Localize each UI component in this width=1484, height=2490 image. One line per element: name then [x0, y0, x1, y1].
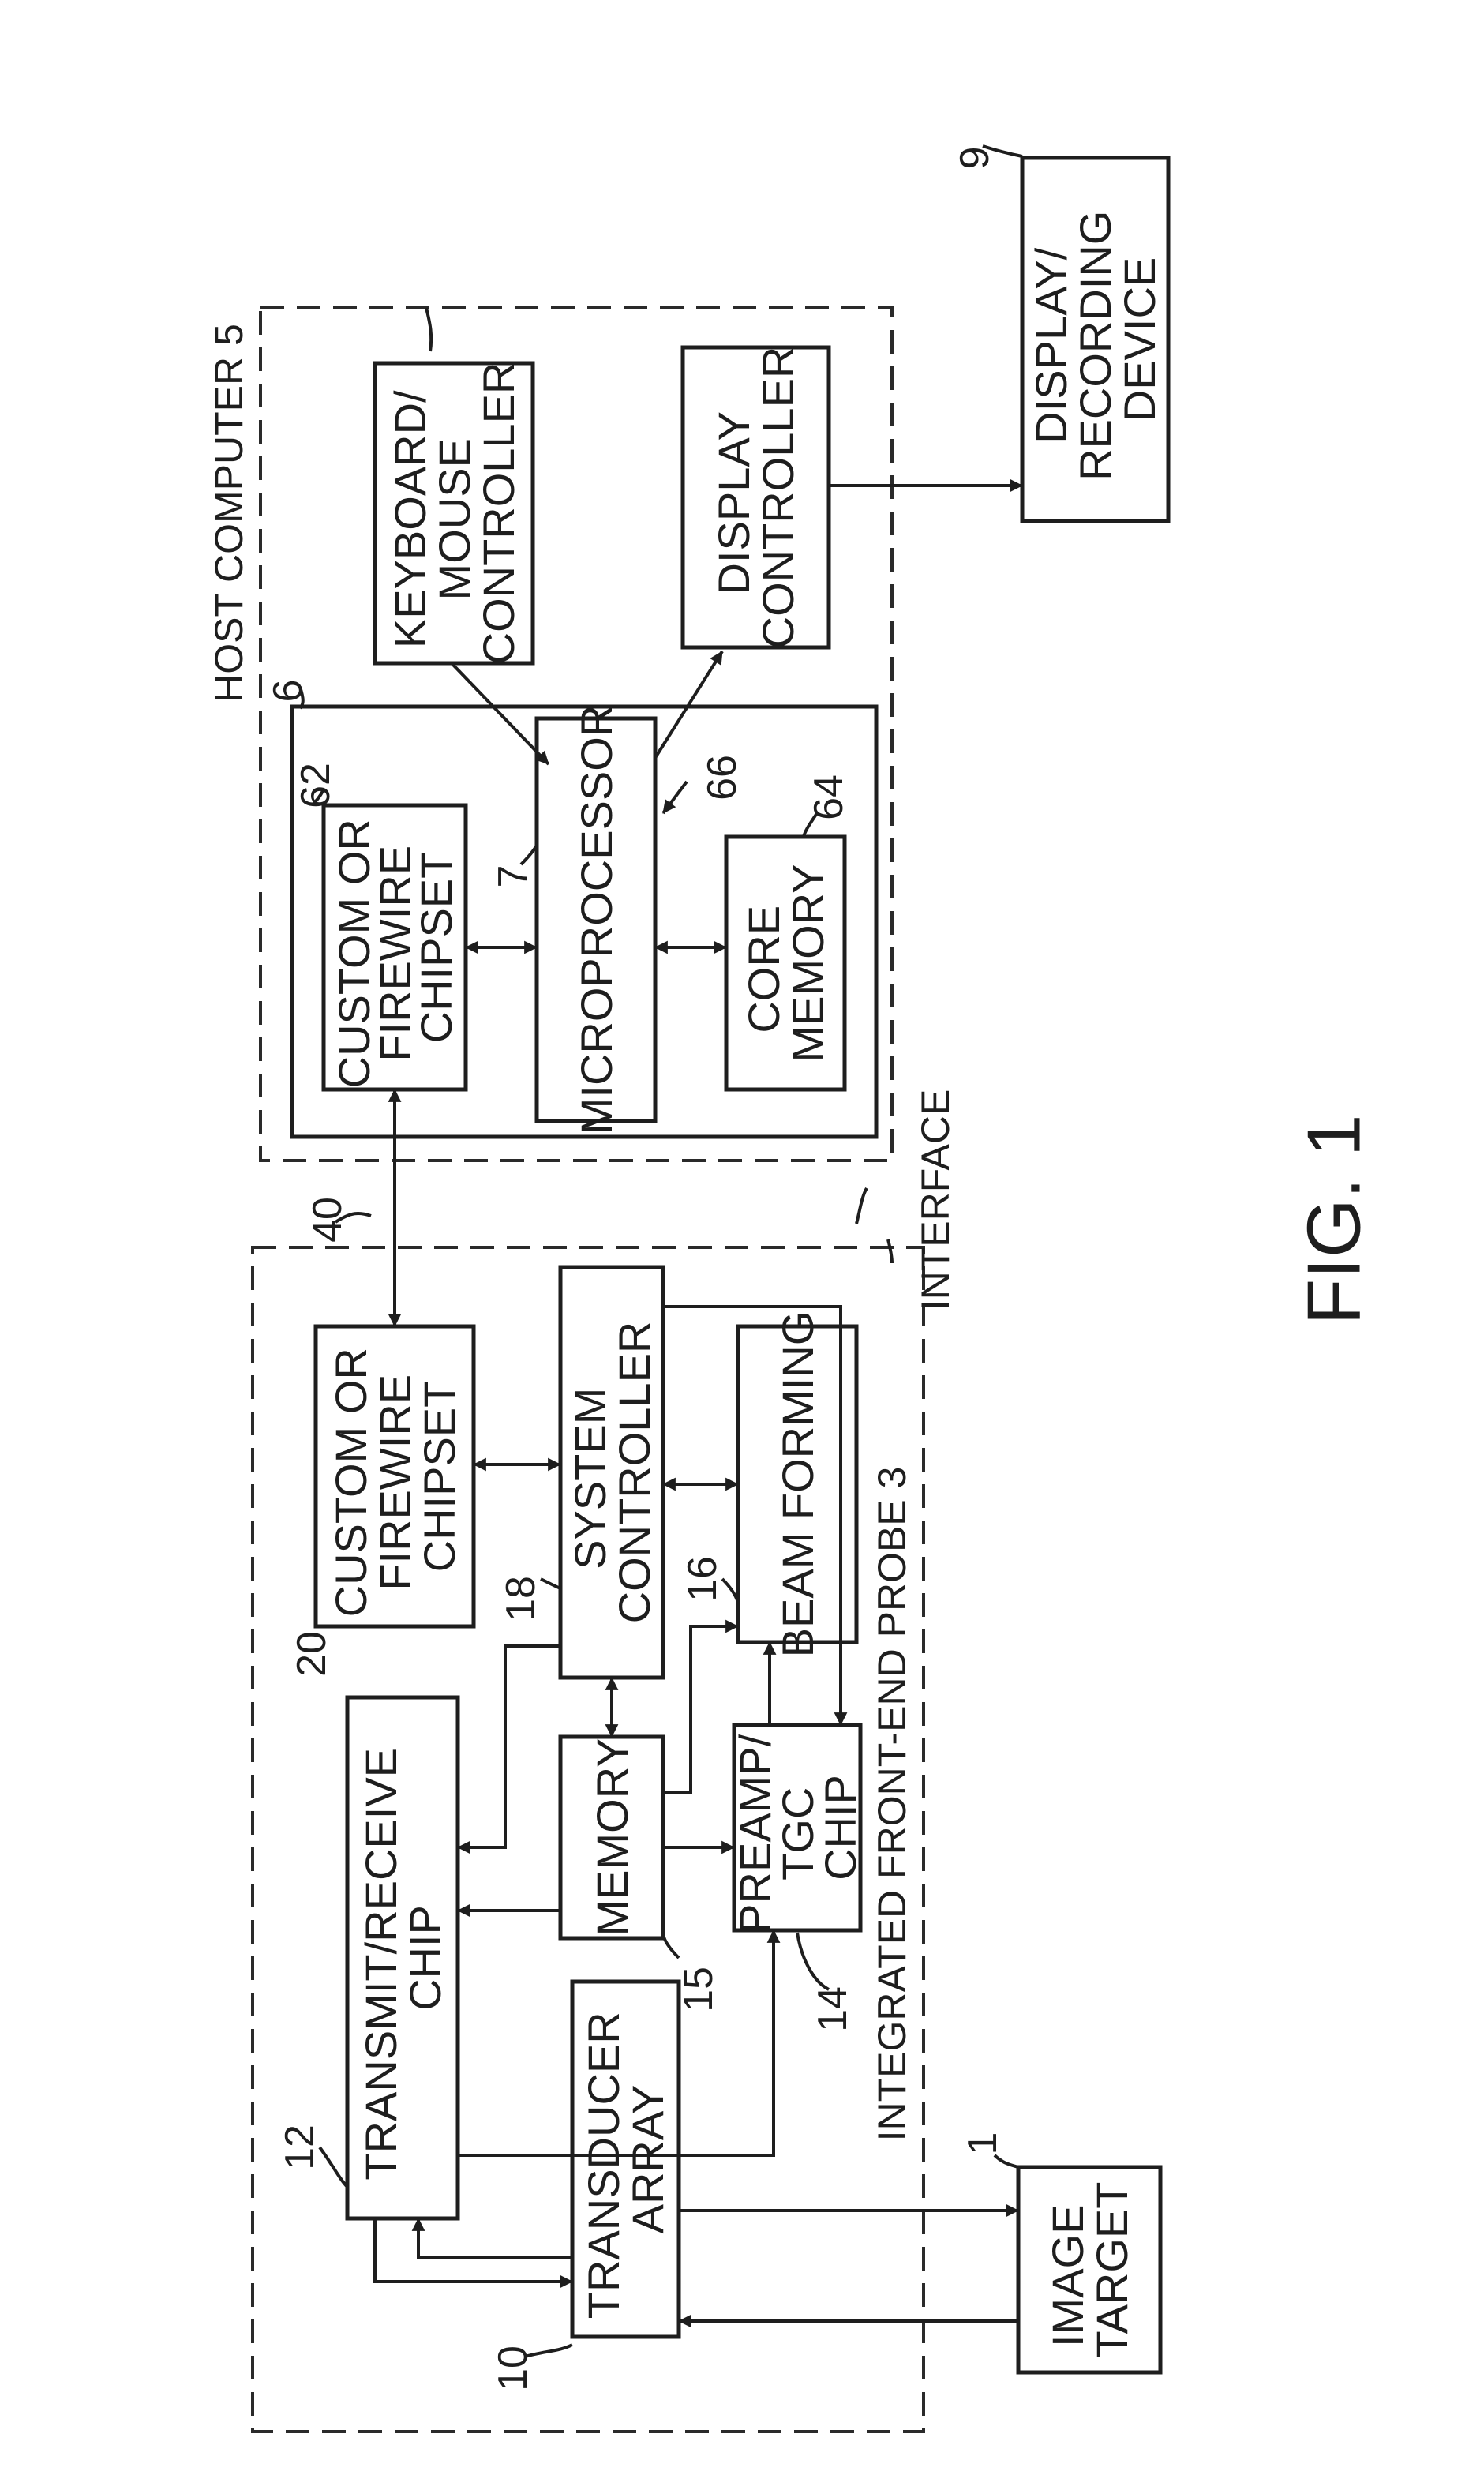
core-memory-label: CORE MEMORY	[739, 864, 833, 1063]
ref-probe-chipset: 20	[289, 1631, 335, 1677]
ref-microprocessor-bus: 7	[490, 865, 536, 888]
image-target-label: IMAGE TARGET	[1043, 2182, 1137, 2358]
leader-image-target	[995, 2155, 1018, 2167]
ref-transmit-receive: 12	[277, 2124, 323, 2170]
arrow-transmit-to-transducer	[375, 2218, 572, 2282]
leader-front-end-probe	[888, 1239, 892, 1263]
leader-host-computer	[426, 308, 431, 351]
leader-preamp-tgc	[797, 1933, 829, 1989]
ref-transducer-array: 10	[490, 2346, 536, 2391]
ref-link: 40	[305, 1197, 350, 1243]
front-end-probe-caption: INTEGRATED FRONT-END PROBE 3	[870, 1467, 914, 2142]
ref-memory: 15	[676, 1967, 721, 2012]
ref-system-controller: 18	[498, 1576, 544, 1622]
ref-beam-forming: 16	[680, 1556, 725, 1602]
host-computer-caption: HOST COMPUTER 5	[207, 324, 251, 703]
ref-preamp-tgc: 14	[810, 1986, 856, 2032]
beam-forming-label: BEAM FORMING	[773, 1311, 823, 1658]
interface-caption: INTERFACE	[913, 1089, 957, 1311]
leader-memory	[663, 1934, 679, 1958]
arrow-transducer-to-transmit	[418, 2218, 572, 2258]
arrow-memory-to-beamforming	[663, 1626, 738, 1792]
leader-interface	[856, 1188, 867, 1224]
ref-core-memory: 64	[806, 774, 852, 820]
memory-label: MEMORY	[587, 1738, 637, 1937]
ref-image-target: 1	[960, 2132, 1006, 2155]
ref-microprocessor: 66	[699, 755, 745, 801]
arrow-controller-to-transmit	[458, 1646, 560, 1847]
leader-transmit-receive	[320, 2147, 347, 2187]
figure-label: FIG. 1	[1292, 1115, 1377, 1326]
microprocessor-label: MICROPROCESSOR	[571, 705, 621, 1135]
